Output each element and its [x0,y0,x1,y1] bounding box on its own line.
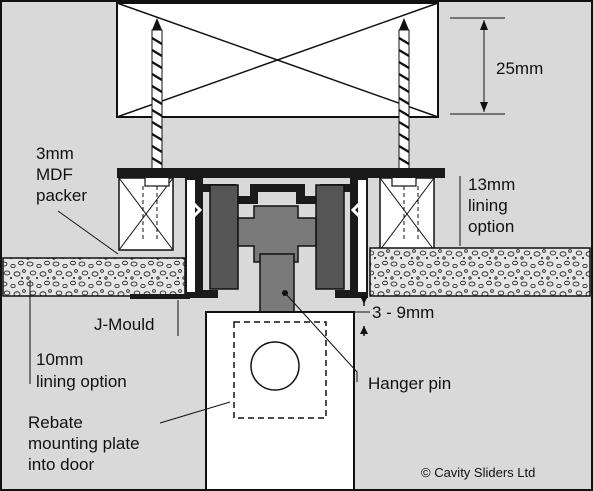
screw-left [142,18,170,242]
screw-right [391,18,419,242]
hanger-pin-label: Hanger pin [368,374,451,393]
track-body [185,178,368,298]
leader-rebate [159,401,231,424]
hanger-carriage [237,205,317,313]
lining10-label-line2: lining option [36,372,127,391]
dimension-25mm-label: 25mm [496,59,543,78]
lining13-label-line2: lining [468,196,508,215]
leader-packer [57,210,119,255]
packer-block-left [118,177,174,251]
wheel-right [315,184,345,290]
lining-board-right [369,247,591,297]
copyright-text: © Cavity Sliders Ltd [421,465,535,480]
jmould-label: J-Mould [94,315,154,334]
leader-hanger-pin [284,292,358,382]
packer-label-line2: MDF [36,165,73,184]
timber-header-block [116,2,439,118]
track-top-flange [117,168,445,178]
rebate-label-line3: into door [28,455,94,474]
dimension-25mm [450,17,505,115]
packer-block-right [379,177,435,251]
lining13-label-line3: option [468,217,514,236]
lining10-label-line1: 10mm [36,350,83,369]
packer-label-line3: packer [36,186,87,205]
door-panel [205,311,355,491]
rebate-label-line1: Rebate [28,413,83,432]
gap-dimension [354,296,370,336]
j-mould-strip [130,294,190,299]
rebate-plate-outline [233,321,327,419]
door-bolt-hole [250,341,300,391]
wheel-left [209,184,239,290]
lining13-label-line1: 13mm [468,175,515,194]
packer-label-line1: 3mm [36,144,74,163]
rebate-label-line2: mounting plate [28,434,140,453]
lining-board-left [2,257,186,297]
gap-dimension-label: 3 - 9mm [372,303,434,322]
leader-lines [29,176,461,424]
